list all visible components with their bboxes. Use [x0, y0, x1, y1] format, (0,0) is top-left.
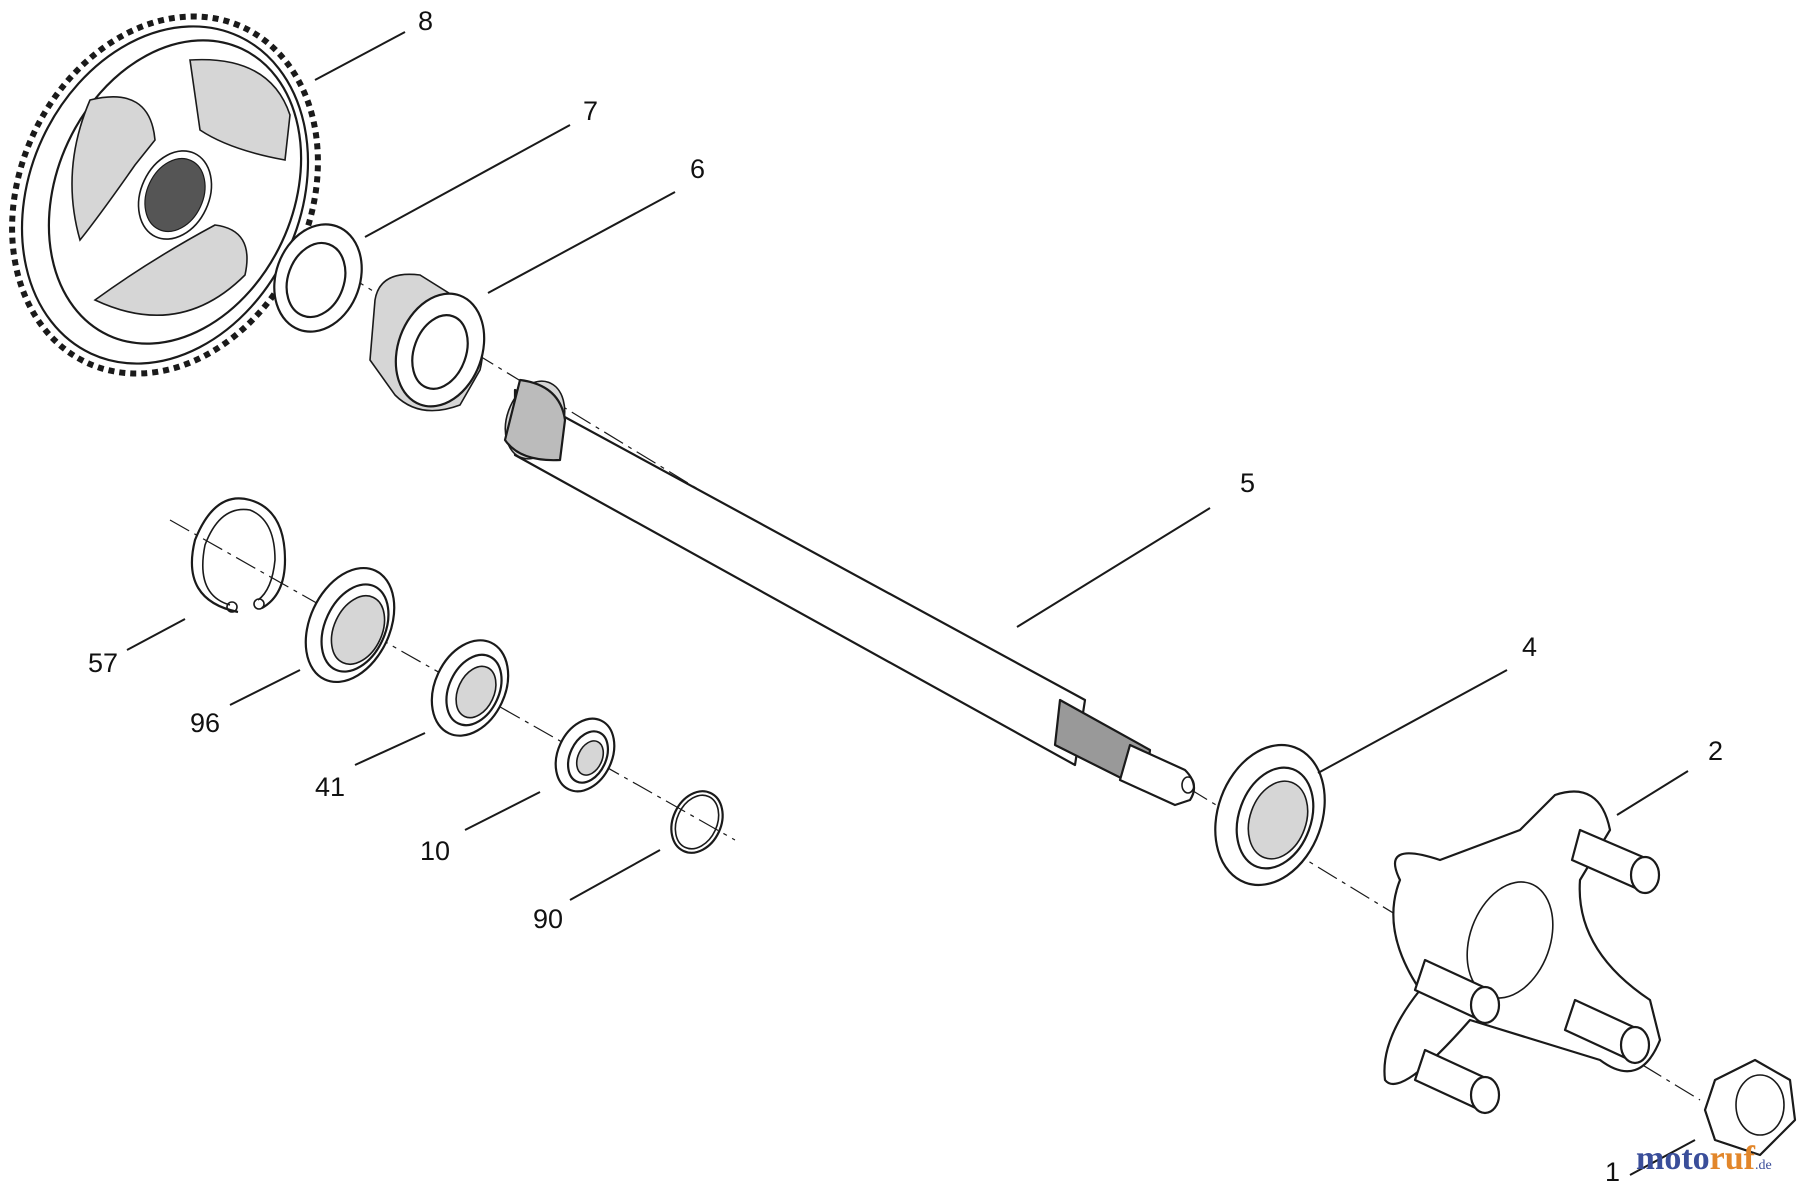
washer-part-7[interactable]	[260, 212, 377, 344]
leader-1	[1629, 1139, 1696, 1176]
leader-4	[1317, 669, 1508, 774]
leader-57	[126, 618, 186, 651]
callout-8: 8	[418, 6, 433, 36]
stud-top	[1570, 828, 1661, 895]
leader-96	[229, 669, 301, 706]
callout-4: 4	[1522, 632, 1537, 662]
callout-2: 2	[1708, 736, 1723, 766]
callout-57: 57	[88, 648, 118, 678]
callout-96: 96	[190, 708, 220, 738]
nut-part-1[interactable]	[1703, 1058, 1797, 1157]
callout-90: 90	[533, 904, 563, 934]
callout-41: 41	[315, 772, 345, 802]
leader-2	[1616, 770, 1689, 816]
stud-bottom	[1413, 1048, 1501, 1115]
bearing-part-41[interactable]	[417, 628, 523, 748]
bearing-part-10[interactable]	[544, 709, 625, 801]
leader-6	[487, 191, 676, 294]
bearing-part-4[interactable]	[1197, 730, 1344, 901]
hub-part-2[interactable]	[1383, 790, 1662, 1115]
leader-5	[1016, 507, 1211, 628]
leader-10	[464, 791, 541, 831]
stud-left	[1413, 958, 1501, 1025]
callout-6: 6	[690, 154, 705, 184]
callout-5: 5	[1240, 468, 1255, 498]
callout-7: 7	[583, 96, 598, 126]
leader-8	[314, 31, 406, 81]
stud-right	[1563, 998, 1651, 1065]
leader-90	[569, 849, 661, 901]
shaft-part-5[interactable]	[495, 373, 1196, 807]
leader-7	[364, 124, 571, 238]
callout-1: 1	[1605, 1157, 1620, 1187]
retaining-ring-part-57[interactable]	[190, 497, 287, 614]
coupling-part-6[interactable]	[369, 273, 499, 419]
gear-part-8[interactable]	[0, 0, 375, 424]
seal-part-96[interactable]	[288, 554, 411, 697]
watermark-logo: motoruf.de	[1636, 1140, 1772, 1177]
callout-10: 10	[420, 836, 450, 866]
ring-part-90[interactable]	[662, 783, 733, 861]
leader-41	[354, 732, 426, 766]
